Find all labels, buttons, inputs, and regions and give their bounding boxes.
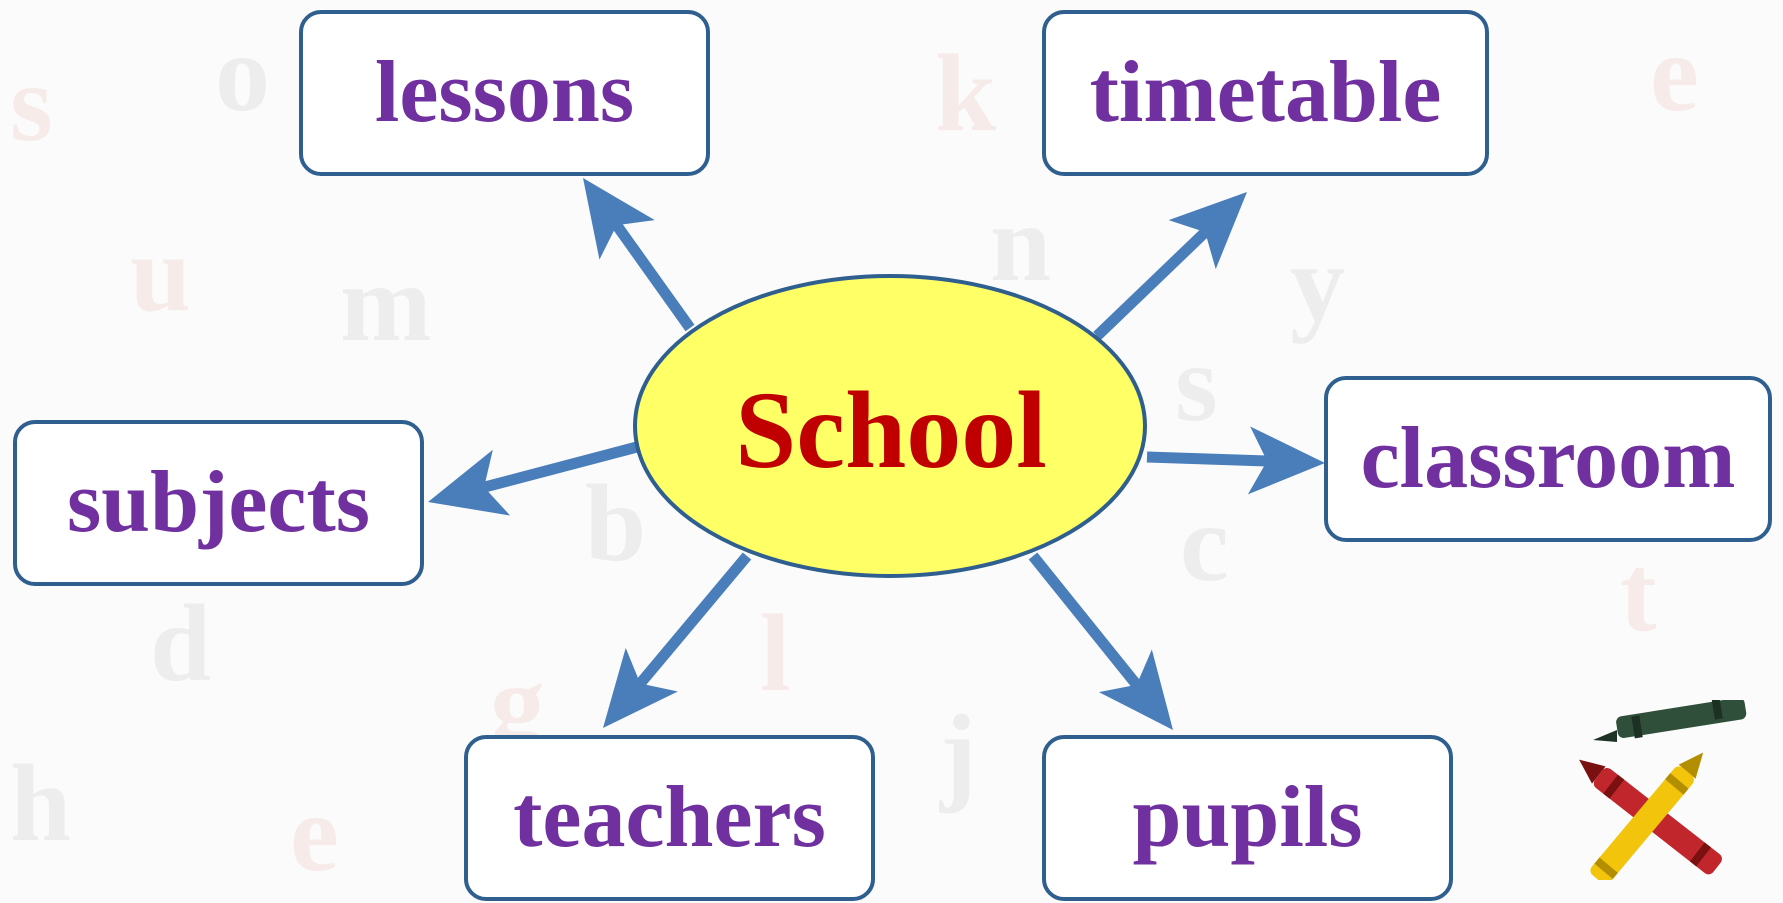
node-subjects: subjects — [13, 420, 424, 586]
background-letter: k — [935, 32, 997, 154]
arrow-subjects-shaft — [482, 441, 639, 493]
crayons-icon — [1579, 700, 1747, 880]
green-crayon — [1593, 700, 1747, 742]
arrow-teachers-shaft — [636, 552, 752, 688]
background-letter: c — [1180, 482, 1229, 604]
background-letter: l — [760, 592, 791, 714]
node-teachers: teachers — [464, 735, 875, 901]
background-letter: e — [290, 772, 339, 894]
center-label: School — [735, 369, 1047, 491]
arrow-classroom-shaft — [1146, 451, 1268, 467]
arrow-pupils-shaft — [1028, 552, 1141, 689]
background-letter: t — [1620, 532, 1657, 654]
node-pupils: pupils — [1042, 735, 1453, 901]
background-letter: b — [585, 462, 647, 584]
arrow-teachers-head — [603, 647, 678, 728]
node-lessons: lessons — [299, 10, 710, 176]
background-letter: j — [940, 692, 977, 814]
arrow-pupils-head — [1098, 649, 1173, 730]
background-letter: h — [10, 742, 72, 864]
background-letter: u — [130, 212, 192, 334]
background-letter: s — [1175, 322, 1218, 444]
arrow-lessons-shaft — [612, 222, 695, 332]
arrow-timetable-head — [1168, 192, 1247, 270]
arrow-classroom-head — [1247, 426, 1325, 495]
background-letter: o — [215, 12, 270, 134]
arrow-timetable-shaft — [1093, 228, 1209, 340]
background-letter: y — [1290, 222, 1345, 344]
arrows-group — [428, 178, 1325, 730]
background-letter: n — [990, 182, 1052, 304]
node-timetable: timetable — [1042, 10, 1489, 176]
arrow-lessons-head — [583, 178, 655, 260]
arrow-subjects-head — [428, 449, 511, 516]
node-classroom: classroom — [1324, 376, 1772, 542]
background-letter: d — [150, 582, 212, 704]
background-letter: s — [10, 42, 53, 164]
yellow-crayon — [1590, 752, 1704, 880]
center-ellipse — [633, 274, 1147, 578]
background-letter: e — [1650, 12, 1699, 134]
background-letter: m — [340, 242, 432, 364]
